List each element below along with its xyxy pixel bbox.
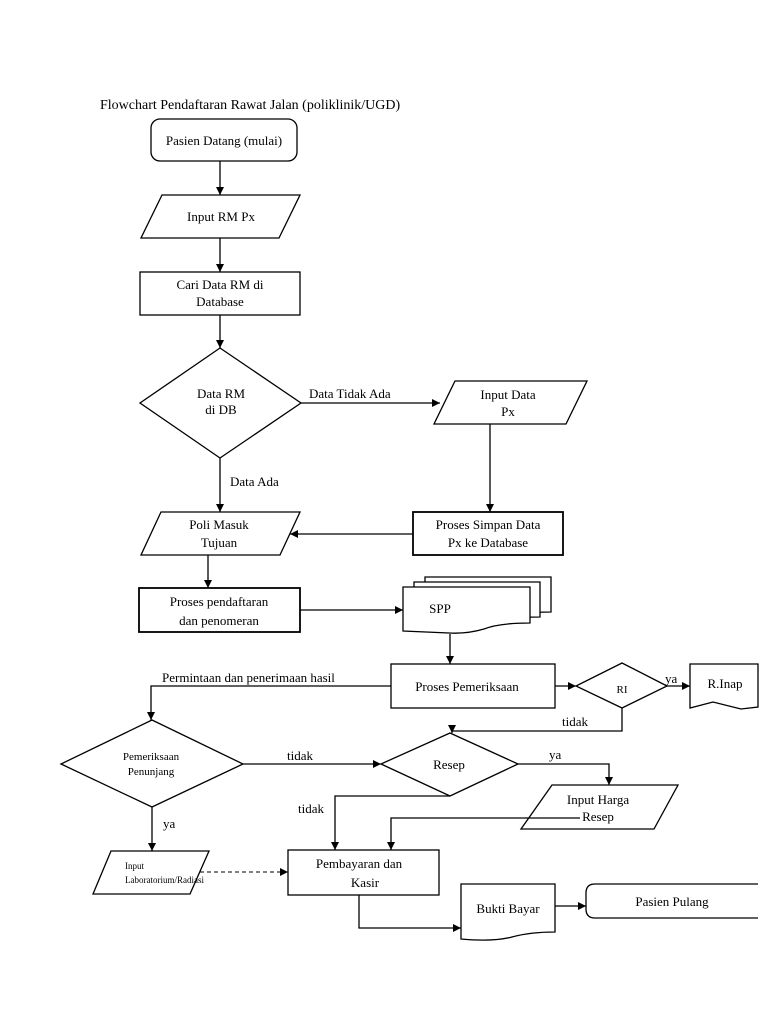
node-cari-data-label-1: Cari Data RM di [176, 277, 263, 292]
node-input-data-px: Input Data Px [432, 380, 589, 425]
node-pasien-pulang: Pasien Pulang [585, 883, 758, 919]
node-simpan-data-label-1: Proses Simpan Data [436, 517, 541, 532]
edge-label-data-ada: Data Ada [230, 474, 279, 489]
connectors [147, 161, 690, 932]
node-input-harga-label-1: Input Harga [567, 792, 629, 807]
decision-penunjang-label-2: Penunjang [128, 766, 175, 778]
node-pembayaran-label-1: Pembayaran dan [316, 856, 403, 871]
decision-penunjang-label-1: Pemeriksaan [123, 751, 180, 763]
node-cari-data: Cari Data RM di Database [139, 271, 301, 316]
node-poli-tujuan-label-1: Poli Masuk [189, 517, 249, 532]
node-spp-documents: SPP [402, 576, 552, 634]
decision-data-rm-label-1: Data RM [197, 386, 245, 401]
node-cari-data-label-2: Database [196, 294, 244, 309]
decision-pemeriksaan-penunjang: Pemeriksaan Penunjang [59, 719, 245, 808]
node-rinap: R.Inap [689, 663, 759, 710]
decision-resep: Resep [379, 732, 520, 797]
node-bukti-bayar-label: Bukti Bayar [476, 901, 540, 916]
node-rinap-label: R.Inap [707, 676, 742, 691]
node-input-lab-label-1: Input [125, 861, 144, 871]
node-input-lab-label-2: Laboratorium/Radiasi [125, 875, 204, 885]
node-poli-tujuan: Poli Masuk Tujuan [139, 511, 302, 556]
edge-label-penunjang-ya: ya [163, 816, 176, 831]
edge-label-permintaan: Permintaan dan penerimaan hasil [162, 670, 335, 685]
node-simpan-data-label-2: Px ke Database [448, 535, 528, 550]
node-pembayaran-label-2: Kasir [351, 875, 380, 890]
decision-resep-label: Resep [433, 757, 465, 772]
node-pasien-pulang-label: Pasien Pulang [635, 894, 709, 909]
edge-label-resep-tidak: tidak [298, 801, 324, 816]
decision-data-rm: Data RM di DB [138, 347, 303, 459]
diagram-title: Flowchart Pendaftaran Rawat Jalan (polik… [100, 98, 400, 113]
node-simpan-data: Proses Simpan Data Px ke Database [412, 511, 564, 556]
node-pemeriksaan-label: Proses Pemeriksaan [415, 679, 519, 694]
node-bukti-bayar: Bukti Bayar [460, 883, 556, 941]
node-spp-label: SPP [429, 601, 451, 616]
edge-label-ri-tidak: tidak [562, 714, 588, 729]
node-input-harga-resep: Input Harga Resep [519, 784, 680, 830]
decision-data-rm-label-2: di DB [205, 402, 237, 417]
node-pembayaran-kasir: Pembayaran dan Kasir [287, 849, 440, 896]
node-pendaftaran: Proses pendaftaran dan penomeran [138, 587, 301, 633]
edge-label-resep-ya: ya [549, 747, 562, 762]
node-pemeriksaan: Proses Pemeriksaan [390, 663, 556, 709]
edge-label-penunjang-tidak: tidak [287, 748, 313, 763]
decision-ri: RI [574, 662, 669, 709]
node-input-laboratorium: Input Laboratorium/Radiasi [92, 850, 210, 895]
node-input-rm: Input RM Px [139, 194, 302, 239]
edge-label-ri-ya: ya [665, 671, 678, 686]
node-input-rm-label: Input RM Px [187, 209, 255, 224]
node-input-data-px-label-2: Px [501, 404, 515, 419]
node-pendaftaran-label-2: dan penomeran [179, 613, 259, 628]
decision-ri-label: RI [617, 684, 628, 696]
node-input-harga-label-2: Resep [582, 809, 614, 824]
node-poli-tujuan-label-2: Tujuan [201, 535, 238, 550]
node-start-label: Pasien Datang (mulai) [166, 133, 282, 148]
node-pendaftaran-label-1: Proses pendaftaran [170, 594, 269, 609]
node-input-data-px-label-1: Input Data [480, 387, 535, 402]
edge-label-data-tidak-ada: Data Tidak Ada [309, 386, 391, 401]
node-start: Pasien Datang (mulai) [150, 118, 298, 162]
